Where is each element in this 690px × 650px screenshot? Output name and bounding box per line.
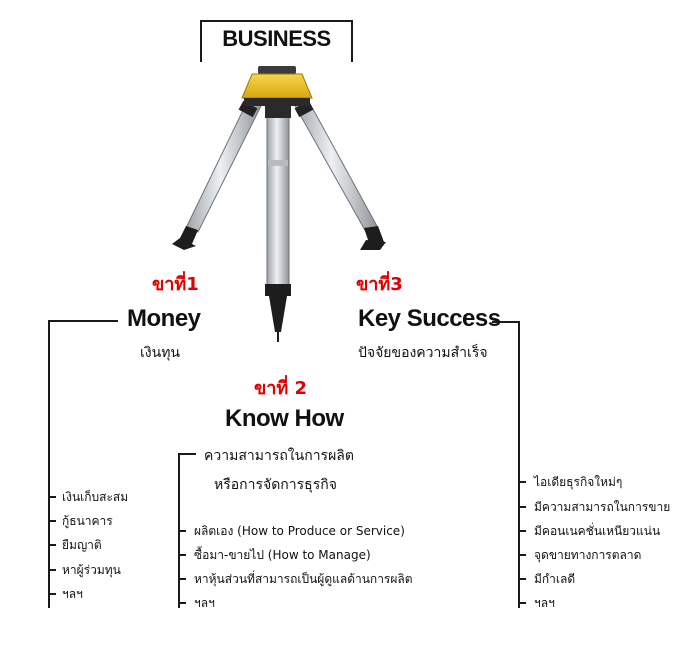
leg-2-label: ขาที่ 2 bbox=[254, 378, 308, 399]
leg-2-subtitle-line-1: ความสามารถในการผลิต bbox=[204, 448, 354, 464]
tripod-right-leg bbox=[293, 99, 386, 250]
tripod-center-leg bbox=[265, 103, 291, 342]
keysuccess-tick bbox=[518, 554, 526, 556]
leg-3-label: ขาที่3 bbox=[356, 274, 403, 295]
leg-1-subtitle: เงินทุน bbox=[140, 345, 180, 361]
keysuccess-item: มีความสามารถในการขาย bbox=[534, 500, 671, 514]
leg-2-subtitle-line-2: หรือการจัดการธุรกิจ bbox=[214, 477, 337, 493]
knowhow-tick bbox=[178, 602, 186, 604]
money-bracket-spine bbox=[48, 320, 50, 608]
keysuccess-bracket-spine bbox=[518, 321, 520, 608]
money-tick bbox=[48, 593, 56, 595]
title-frame bbox=[200, 20, 353, 62]
leg-2-heading: Know How bbox=[225, 405, 344, 432]
keysuccess-item: ฯลฯ bbox=[534, 596, 555, 610]
knowhow-item: ผลิตเอง (How to Produce or Service) bbox=[194, 524, 405, 538]
keysuccess-tick bbox=[518, 530, 526, 532]
keysuccess-bracket-top bbox=[492, 321, 520, 323]
knowhow-item: หาหุ้นส่วนที่สามารถเป็นผู้ดูแลด้านการผลิ… bbox=[194, 572, 413, 586]
keysuccess-tick bbox=[518, 481, 526, 483]
knowhow-bracket-top bbox=[178, 453, 196, 455]
knowhow-tick bbox=[178, 554, 186, 556]
keysuccess-item: ไอเดียธุรกิจใหม่ๆ bbox=[534, 475, 623, 489]
keysuccess-item: จุดขายทางการตลาด bbox=[534, 548, 642, 562]
keysuccess-tick bbox=[518, 578, 526, 580]
keysuccess-item: มีกำเลดี bbox=[534, 572, 576, 586]
knowhow-tick bbox=[178, 578, 186, 580]
tripod-left-leg bbox=[172, 99, 263, 250]
money-item: ฯลฯ bbox=[62, 587, 83, 601]
money-bracket-top bbox=[48, 320, 118, 322]
money-tick bbox=[48, 569, 56, 571]
money-item: กู้ธนาคาร bbox=[62, 514, 113, 528]
keysuccess-tick bbox=[518, 602, 526, 604]
money-item: เงินเก็บสะสม bbox=[62, 490, 129, 504]
keysuccess-item: มีคอนเนคชั่นเหนียวแน่น bbox=[534, 524, 661, 538]
money-item: ยืมญาติ bbox=[62, 538, 102, 552]
leg-3-heading: Key Success bbox=[358, 305, 501, 332]
money-item: หาผู้ร่วมทุน bbox=[62, 563, 121, 577]
page-title: BUSINESS bbox=[222, 26, 331, 51]
keysuccess-tick bbox=[518, 506, 526, 508]
money-tick bbox=[48, 496, 56, 498]
knowhow-tick bbox=[178, 530, 186, 532]
leg-1-heading: Money bbox=[127, 305, 201, 332]
leg-1-label: ขาที่1 bbox=[152, 274, 199, 295]
leg-3-subtitle: ปัจจัยของความสำเร็จ bbox=[358, 345, 488, 361]
tripod-head bbox=[241, 66, 313, 106]
money-tick bbox=[48, 544, 56, 546]
knowhow-item: ฯลฯ bbox=[194, 596, 215, 610]
knowhow-item: ซื้อมา-ขายไป (How to Manage) bbox=[194, 548, 371, 562]
money-tick bbox=[48, 520, 56, 522]
